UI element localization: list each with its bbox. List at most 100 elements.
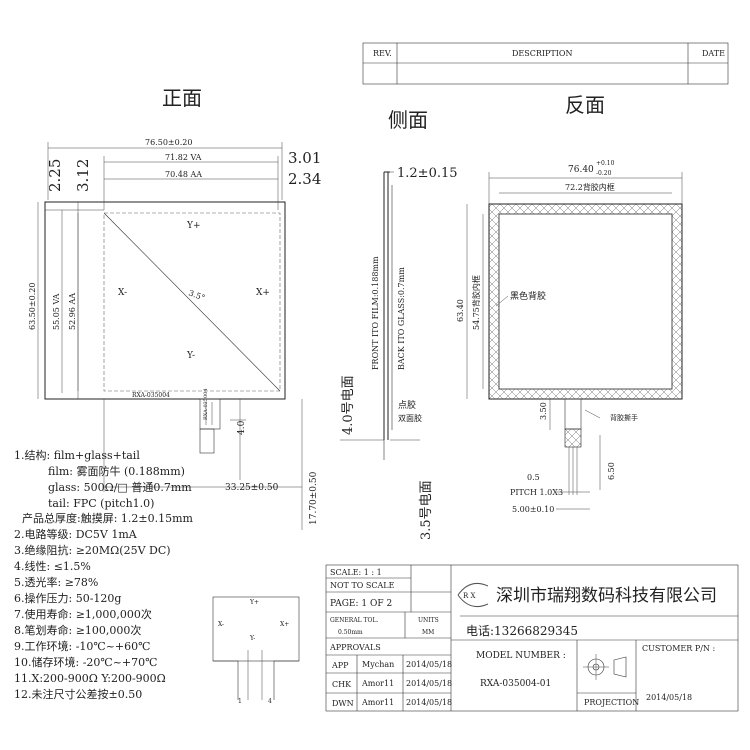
date-header: DATE <box>702 49 725 58</box>
chk-name: Amor11 <box>361 679 394 688</box>
spec-line: 12.未注尺寸公差按±0.50 <box>14 687 142 701</box>
spec-line: 10.储存环境: -20℃~+70℃ <box>14 655 157 669</box>
front-y-minus-label: Y- <box>186 351 195 361</box>
side-double-tape: 双面胶 <box>398 413 422 423</box>
general-tol-value: 0.50mm <box>338 629 363 636</box>
side-back-glass-label: BACK ITO GLASS:0.7mm <box>397 267 406 370</box>
revision-block: REV. DESCRIPTION DATE <box>362 42 729 85</box>
side-electrode-4: 4.0号电面 <box>341 375 356 435</box>
model-number-label: MODEL NUMBER : <box>476 651 566 661</box>
mini-pin-left: 1 <box>238 698 242 705</box>
logo-text: R X <box>463 592 475 600</box>
front-aa-width-dim: 70.48 AA <box>165 170 202 179</box>
app-name: Mychan <box>362 660 394 669</box>
front-left-top-dim: 2.25 <box>46 159 64 192</box>
side-glue-point: 点胶 <box>398 399 416 411</box>
back-tol-minus: -0.20 <box>596 170 612 177</box>
dwn-label: DWN <box>332 699 354 708</box>
black-adhesive-label: 黑色背胶 <box>510 290 546 302</box>
spec-line: 3.绝缘阻抗: ≥20MΩ(25V DC) <box>14 543 171 557</box>
phone-number: 电话:13266829345 <box>466 624 578 638</box>
page-label: PAGE: 1 OF 2 <box>330 599 392 609</box>
back-inner-height-dim: 54.75背胶内框 <box>471 275 481 330</box>
dwn-name: Amor11 <box>361 698 394 707</box>
back-width-dim: 76.40 <box>568 165 594 175</box>
side-front-film-label: FRONT ITO FILM:0.188mm <box>371 256 380 370</box>
spec-line: 1.结构: film+glass+tail <box>14 448 140 462</box>
mini-wiring-diagram: Y+ Y- X- X+ 1 4 <box>212 596 300 705</box>
back-tol-plus: +0.10 <box>596 160 615 167</box>
back-dim-05: 0.5 <box>527 473 540 482</box>
back-pitch: PITCH 1.0X3 <box>510 488 563 497</box>
back-dim-500: 5.00±0.10 <box>512 505 554 514</box>
title-block: SCALE: 1 : 1 NOT TO SCALE PAGE: 1 OF 2 G… <box>325 564 739 712</box>
app-label: APP <box>331 661 349 670</box>
front-width-dim: 76.50±0.20 <box>145 138 192 147</box>
spec-line: 9.工作环境: -10℃~+60℃ <box>14 639 150 653</box>
diagonal-line <box>103 212 281 392</box>
scale-label: SCALE: 1 : 1 <box>330 568 382 577</box>
front-right-bottom-dim: 2.34 <box>288 170 321 188</box>
side-view-title: 侧面 <box>388 108 428 132</box>
front-view-title: 正面 <box>162 86 202 110</box>
spec-line: 7.使用寿命: ≥1,000,000次 <box>14 607 152 621</box>
front-fpc-position-dim: 33.25±0.50 <box>225 483 279 493</box>
back-fpc-tail <box>564 398 582 430</box>
front-y-plus-label: Y+ <box>186 221 200 231</box>
mini-x-plus: X+ <box>280 621 289 628</box>
front-left-bottom-dim: 3.12 <box>74 159 92 192</box>
mini-x-minus: X- <box>218 621 224 628</box>
spec-line: glass: 500Ω/□ 普通0.7mm <box>48 480 192 494</box>
company-name: 深圳市瑞翔数码科技有限公司 <box>496 586 717 606</box>
approvals-label: APPROVALS <box>329 643 381 652</box>
spec-line: 4.线性: ≤1.5% <box>14 559 91 573</box>
general-tol-label: GENERAL TOL. <box>330 617 378 624</box>
side-view: 1.2±0.15 FRONT ITO FILM:0.188mm BACK ITO… <box>340 166 458 540</box>
aa-outline <box>103 212 281 392</box>
rev-header: REV. <box>373 49 392 58</box>
spec-line: 6.操作压力: 50-120g <box>14 591 121 605</box>
adhesive-tab-label: 背胶撕手 <box>610 413 638 422</box>
front-model-tag: RXA-035004 <box>132 392 170 399</box>
side-electrode-35: 3.5号电面 <box>419 480 434 540</box>
front-va-width-dim: 71.82 VA <box>165 153 202 162</box>
mini-y-minus: Y- <box>249 635 255 642</box>
front-outline <box>44 201 286 400</box>
specifications: 1.结构: film+glass+tail film: 雾面防牛 (0.188m… <box>14 448 194 701</box>
units-label: UNITS <box>418 617 439 624</box>
spec-line: 5.透光率: ≥78% <box>14 575 98 589</box>
projection-label: PROJECTION <box>584 698 639 707</box>
chk-date: 2014/05/18 <box>406 679 452 688</box>
customer-pn-label: CUSTOMER P/N : <box>642 644 715 653</box>
front-aa-height-dim: 52.96 AA <box>68 293 77 330</box>
front-x-plus-label: X+ <box>256 288 270 298</box>
spec-line: 11.X:200-900Ω Y:200-900Ω <box>14 672 166 685</box>
spec-line: 产品总厚度:触摸屏: 1.2±0.15mm <box>22 511 194 525</box>
spec-line: tail: FPC (pitch1.0) <box>48 497 154 510</box>
front-view: 76.50±0.20 71.82 VA 70.48 AA 3.01 2.34 2… <box>28 138 321 530</box>
back-inner-width-dim: 72.2背胶内框 <box>565 182 615 192</box>
units-value: MM <box>422 629 434 636</box>
company-logo: R X <box>457 583 489 607</box>
spec-line: 2.电路等级: DC5V 1mA <box>14 527 138 541</box>
mini-pin-right: 4 <box>268 698 272 705</box>
front-fpc-tag: RXA-035004 <box>203 388 209 420</box>
dwn-date: 2014/05/18 <box>406 698 452 707</box>
model-number-value: RXA-035004-01 <box>480 679 551 689</box>
projection-symbol-icon <box>583 654 627 680</box>
spec-line: 8.笔划寿命: ≥100,000次 <box>14 623 141 637</box>
back-height-dim: 63.40 <box>456 299 465 322</box>
app-date: 2014/05/18 <box>406 660 452 669</box>
front-x-minus-label: X- <box>118 288 127 298</box>
chk-label: CHK <box>332 680 352 689</box>
back-dim-350: 3.50 <box>539 402 548 420</box>
back-view-title: 反面 <box>565 93 605 117</box>
description-header: DESCRIPTION <box>512 49 572 58</box>
front-fpc-offset-dim: 4.0 <box>237 420 247 435</box>
front-right-top-dim: 3.01 <box>288 149 321 167</box>
front-height-dim: 63.50±0.20 <box>28 283 37 330</box>
back-view: 76.40 +0.10 -0.20 72.2背胶内框 63.40 54.75背胶… <box>456 160 683 514</box>
back-dim-650: 6.50 <box>607 462 616 480</box>
mini-y-plus: Y+ <box>249 599 259 606</box>
